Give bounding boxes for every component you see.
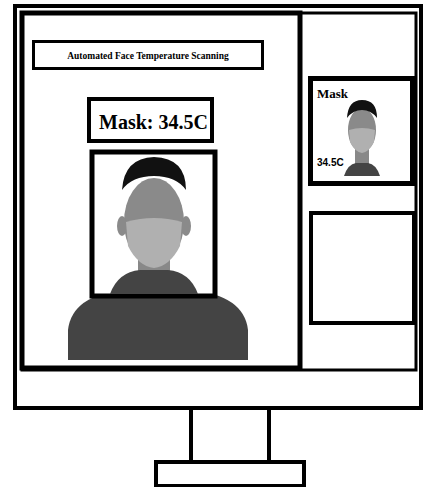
face-mask (126, 218, 182, 268)
person-torso (110, 270, 198, 294)
person-shoulders (68, 290, 248, 360)
screen-area (22, 13, 416, 370)
thumbnail-box: Mask 34.5C (308, 76, 415, 186)
person-hair (122, 157, 186, 190)
face-box (92, 152, 215, 296)
mask-status: Mask (317, 86, 348, 102)
thumb-mask (349, 128, 375, 153)
stand-neck (191, 408, 269, 462)
monitor-frame (15, 6, 421, 408)
empty-panel (311, 213, 414, 323)
title-box: Automated Face Temperature Scanning (32, 40, 264, 70)
stand-base (156, 462, 304, 486)
person-ear (117, 216, 127, 236)
thumb-face (348, 108, 376, 152)
temperature-label-box: Mask: 34.5C (87, 97, 214, 143)
screen-title: Automated Face Temperature Scanning (35, 51, 261, 61)
thumb-torso (344, 163, 380, 176)
person-ear (181, 216, 191, 236)
temperature-value: 34.5C (317, 157, 344, 168)
main-panel (22, 13, 300, 368)
temperature-label: Mask: 34.5C (99, 111, 208, 134)
thumb-hair (347, 100, 377, 118)
